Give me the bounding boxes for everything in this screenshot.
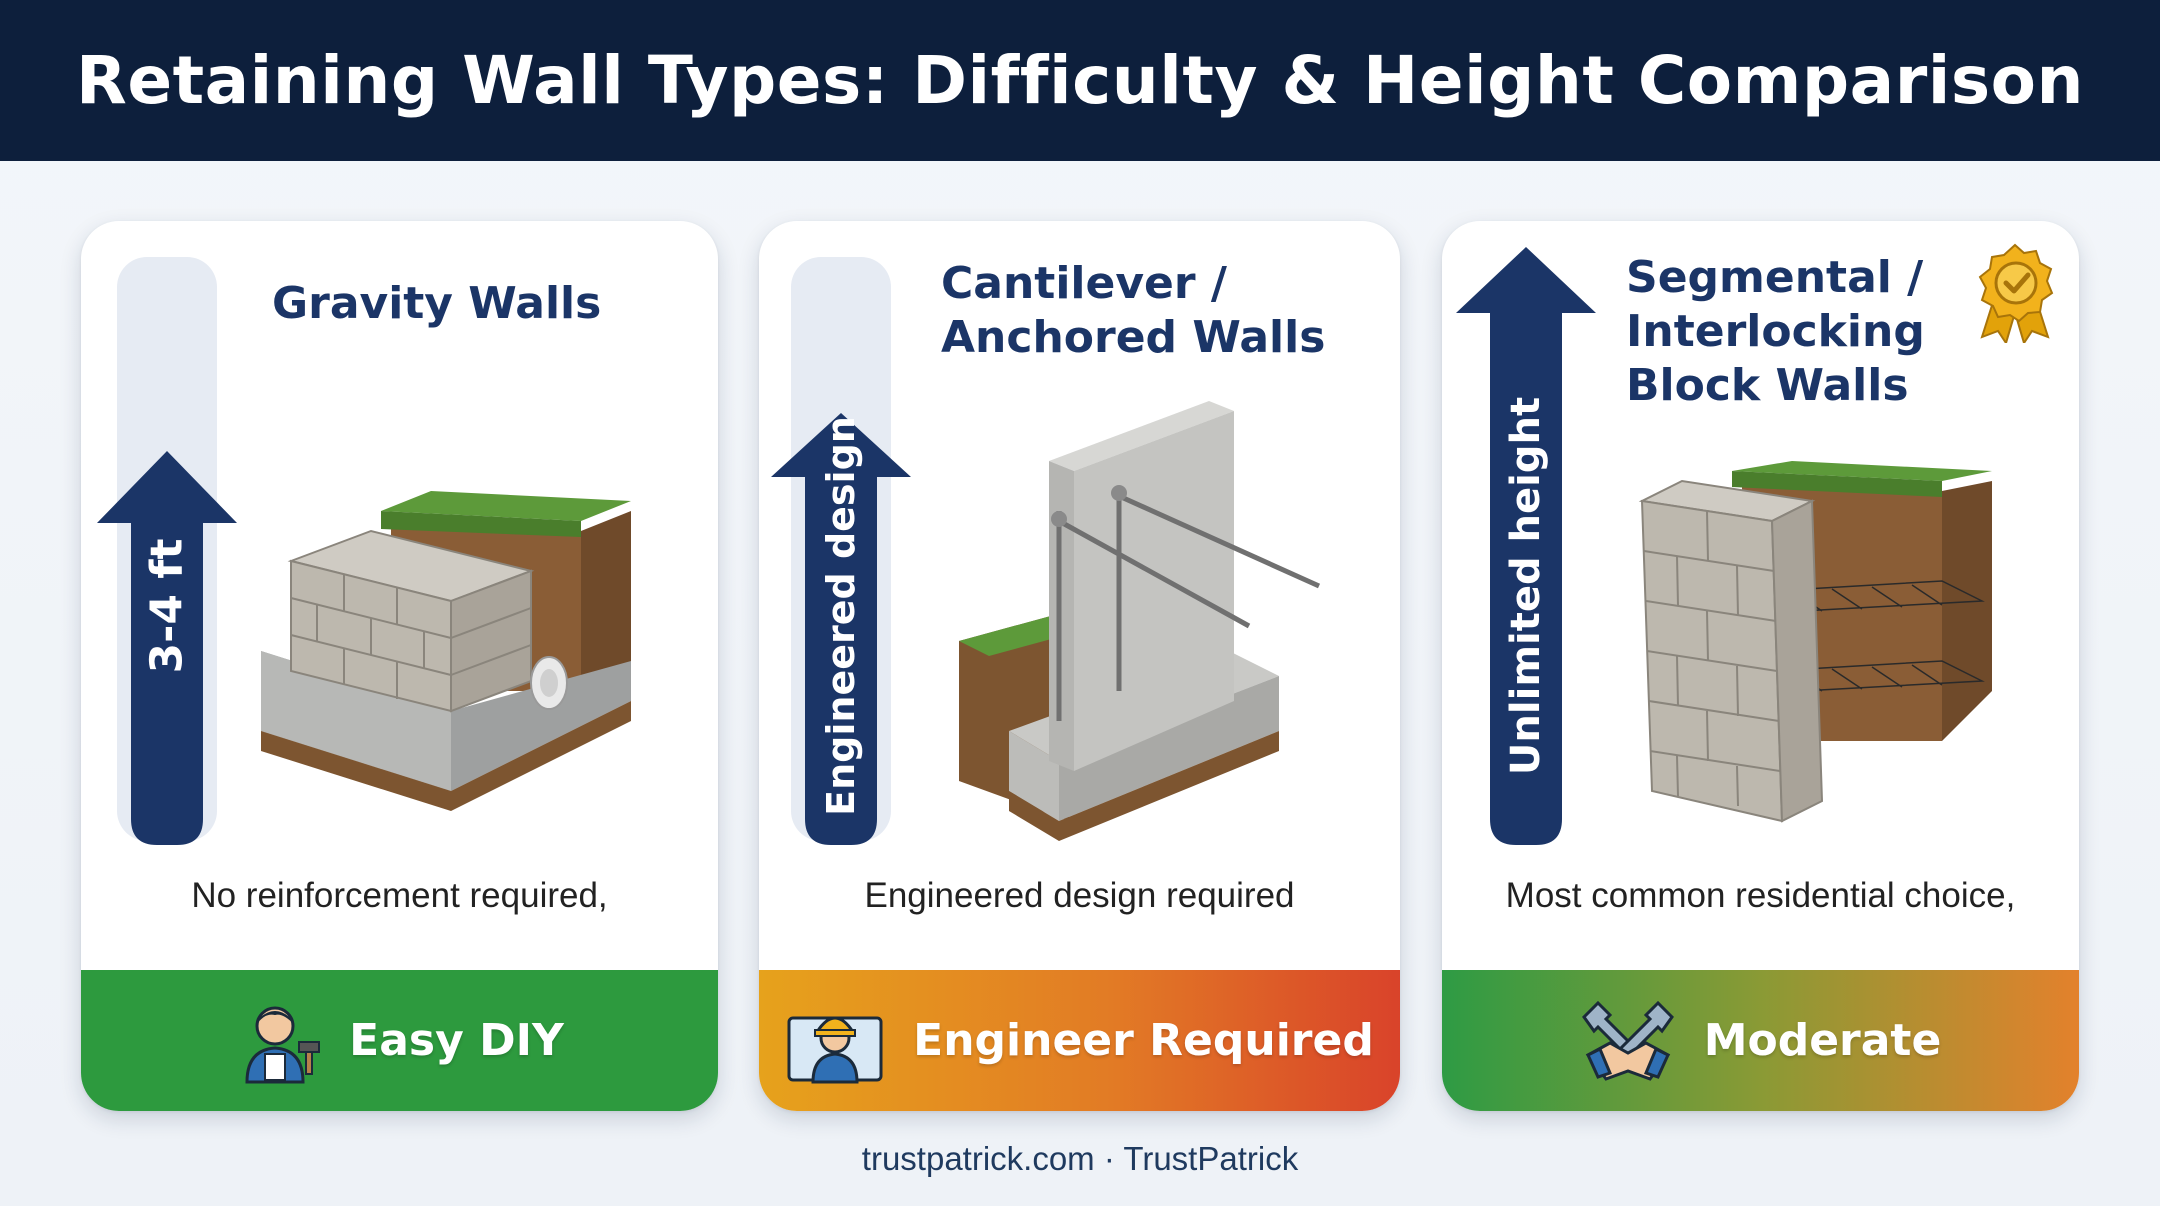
difficulty-band: Easy DIY (81, 970, 718, 1111)
source-credit: trustpatrick.com · TrustPatrick (861, 1140, 1299, 1177)
difficulty-band: Moderate (1442, 970, 2079, 1111)
height-arrow (97, 451, 237, 845)
height-arrow (1456, 247, 1596, 845)
card-title: Gravity Walls (272, 278, 602, 329)
diy-worker-icon (245, 1006, 321, 1083)
difficulty-label: Easy DIY (349, 1015, 564, 1066)
page-title: Retaining Wall Types: Difficulty & Heigh… (76, 42, 2084, 119)
award-badge-icon (1978, 243, 2054, 343)
engineer-icon (787, 1016, 883, 1083)
cantilever-wall-illustration (959, 401, 1321, 841)
height-label: 3-4 ft (141, 538, 193, 674)
card-description: No reinforcement required, (191, 876, 608, 915)
card-gravity-walls: 3-4 ft Gravity Walls (81, 221, 718, 1111)
height-arrow (771, 413, 911, 845)
difficulty-label: Moderate (1703, 1015, 1942, 1066)
gravity-wall-illustration (261, 491, 631, 811)
height-label: Engineered design (819, 416, 863, 816)
card-title: Segmental / Interlocking Block Walls (1626, 252, 1925, 411)
handshake-tools-icon (1581, 1000, 1674, 1081)
card-title: Cantilever / Anchored Walls (941, 258, 1326, 363)
height-label: Unlimited height (1503, 396, 1549, 776)
card-segmental-walls: Unlimited height Segmental / Interlockin… (1442, 221, 2079, 1111)
segmental-wall-illustration (1638, 461, 1992, 823)
card-description: Engineered design required (864, 876, 1295, 915)
card-description: Most common residential choice, (1505, 876, 2016, 915)
card-cantilever-walls: Engineered design Cantilever / Anchored … (759, 221, 1400, 1111)
header-bar: Retaining Wall Types: Difficulty & Heigh… (0, 0, 2160, 161)
difficulty-band: Engineer Required (759, 970, 1400, 1111)
difficulty-label: Engineer Required (913, 1015, 1374, 1066)
